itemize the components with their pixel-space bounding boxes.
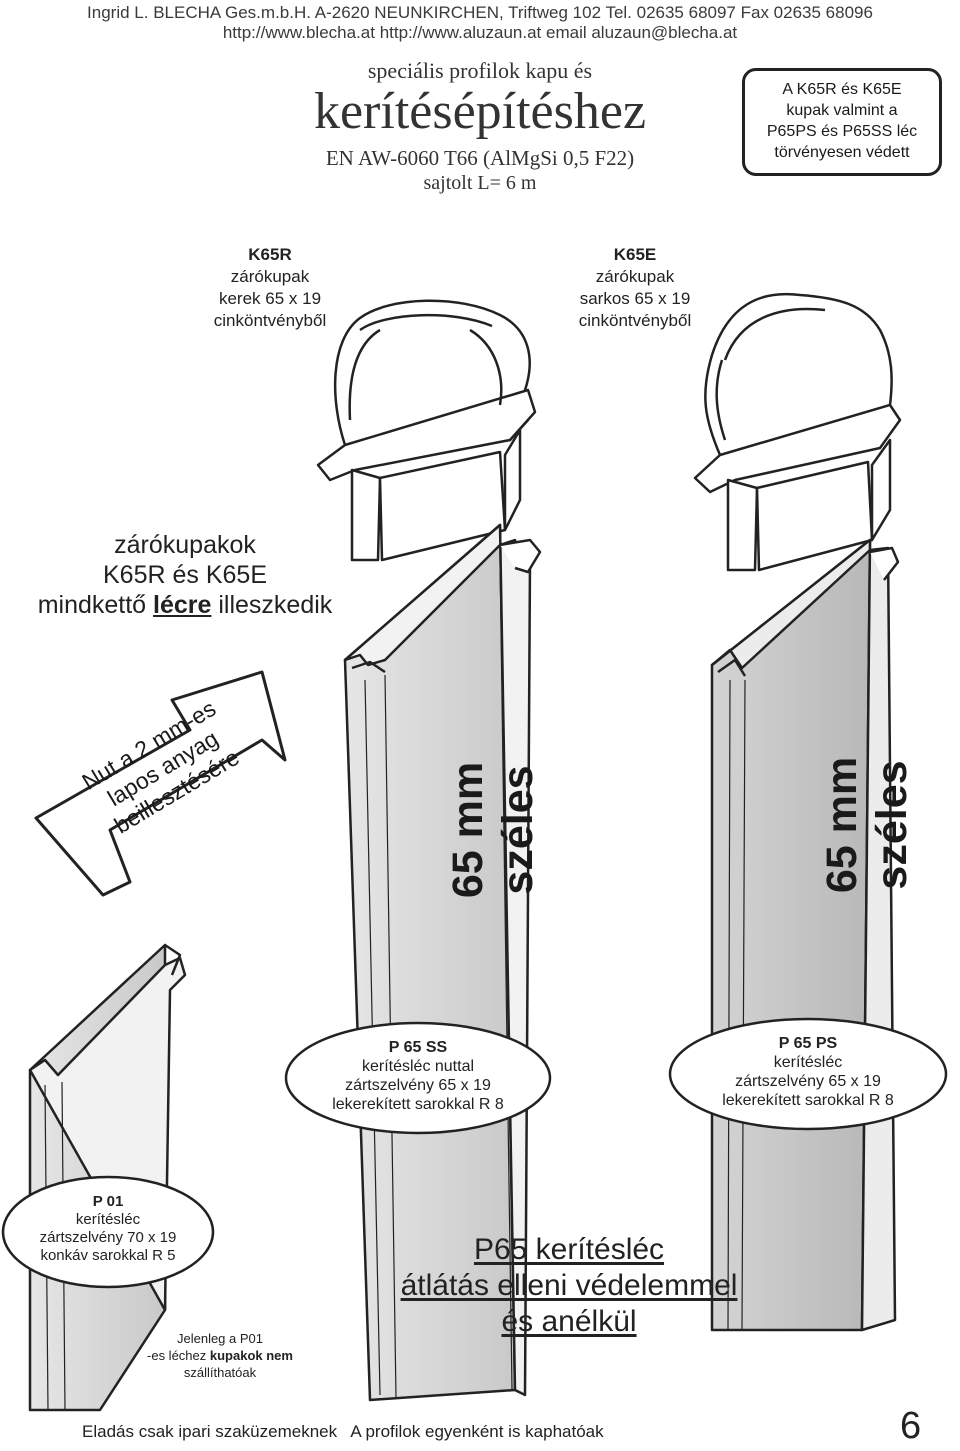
- p65ss-bar-icon: [343, 523, 542, 1402]
- legal-protection-box: A K65R és K65E kupak valmint a P65PS és …: [742, 68, 942, 176]
- p01-notice: Jelenleg a P01 -es léchez kupakok nem sz…: [120, 1330, 320, 1381]
- profile-label-p65ps: P 65 PS kerítésléc zártszelvény 65 x 19 …: [688, 1034, 928, 1110]
- profile-label-p01: P 01 kerítésléc zártszelvény 70 x 19 kon…: [6, 1193, 210, 1265]
- profile-code: P 01: [92, 1193, 124, 1210]
- profile-line: zártszelvény 70 x 19: [39, 1229, 177, 1246]
- fitting-emphasis: lécre: [153, 591, 212, 619]
- fitting-note: zárókupakok K65R és K65E mindkettő lécre…: [20, 530, 350, 620]
- page-number: 6: [900, 1405, 922, 1447]
- bubble-p01: [1, 1175, 215, 1289]
- cap-line: cinköntvényből: [578, 311, 692, 330]
- headline-line: átlátás elleni védelemmel: [400, 1269, 738, 1302]
- fitting-line: K65R és K65E: [103, 561, 267, 589]
- notice-line: -es léchez kupakok nem: [120, 1347, 320, 1364]
- length-spec: sajtolt L= 6 m: [423, 172, 537, 194]
- company-address: Ingrid L. BLECHA Ges.m.b.H. A-2620 NEUNK…: [87, 3, 873, 22]
- cap-code: K65R: [248, 245, 292, 264]
- profile-label-p65ss: P 65 SS kerítésléc nuttal zártszelvény 6…: [300, 1038, 536, 1114]
- cap-label-k65r: K65R zárókupak kerek 65 x 19 cinköntvény…: [180, 244, 360, 332]
- notice-text: -es léchez: [147, 1348, 210, 1363]
- cap-line: sarkos 65 x 19: [579, 289, 691, 308]
- profile-line: zártszelvény 65 x 19: [735, 1073, 881, 1090]
- profile-line: kerítésléc nuttal: [361, 1058, 475, 1075]
- legal-line: P65PS és P65SS léc: [766, 123, 918, 140]
- profile-code: P 65 SS: [388, 1039, 448, 1056]
- cap-line: cinköntvényből: [213, 311, 327, 330]
- cap-line: zárókupak: [230, 267, 310, 286]
- legal-line: A K65R és K65E: [782, 81, 902, 98]
- cap-code: K65E: [613, 245, 657, 264]
- headline-line: és anélkül: [501, 1305, 637, 1338]
- notice-emphasis: kupakok nem: [209, 1348, 293, 1363]
- cap-line: kerek 65 x 19: [218, 289, 322, 308]
- cap-line: zárókupak: [595, 267, 675, 286]
- nut-arrow-icon: [34, 670, 287, 897]
- headline-line: P65 kerítésléc: [473, 1233, 665, 1266]
- fitting-line: zárókupakok: [114, 531, 256, 559]
- k65e-cap-icon: [693, 292, 902, 572]
- company-web: http://www.blecha.at http://www.aluzaun.…: [222, 23, 738, 42]
- profile-line: kerítésléc: [75, 1211, 141, 1228]
- alloy-spec: EN AW-6060 T66 (AlMgSi 0,5 F22): [325, 146, 635, 170]
- profile-line: lekerekített sarokkal R 8: [332, 1096, 504, 1113]
- fitting-line: mindkettő lécre illeszkedik: [20, 590, 350, 620]
- k65r-cap-icon: [316, 299, 537, 562]
- product-headline: P65 kerítésléc átlátás elleni védelemmel…: [378, 1232, 760, 1340]
- page-title: kerítésépítéshez: [313, 83, 647, 140]
- fitting-text: illeszkedik: [211, 591, 333, 619]
- notice-line: szállíthatóak: [183, 1365, 257, 1380]
- cap-label-k65e: K65E zárókupak sarkos 65 x 19 cinköntvén…: [545, 244, 725, 332]
- profile-line: lekerekített sarokkal R 8: [722, 1092, 894, 1109]
- footer-text: Eladás csak ipari szaküzemeknek A profil…: [82, 1422, 604, 1441]
- bubble-p65ps: [668, 1017, 948, 1131]
- notice-line: Jelenleg a P01: [176, 1331, 263, 1346]
- fitting-text: mindkettő: [37, 591, 154, 619]
- legal-line: kupak valmint a: [786, 102, 898, 119]
- profile-code: P 65 PS: [778, 1035, 838, 1052]
- title-kicker: speciális profilok kapu és: [367, 58, 593, 83]
- profile-line: kerítésléc: [773, 1054, 843, 1071]
- legal-line: törvényesen védett: [774, 144, 910, 161]
- bubble-p65ss: [284, 1021, 552, 1135]
- profile-line: konkáv sarokkal R 5: [40, 1247, 176, 1264]
- profile-line: zártszelvény 65 x 19: [345, 1077, 491, 1094]
